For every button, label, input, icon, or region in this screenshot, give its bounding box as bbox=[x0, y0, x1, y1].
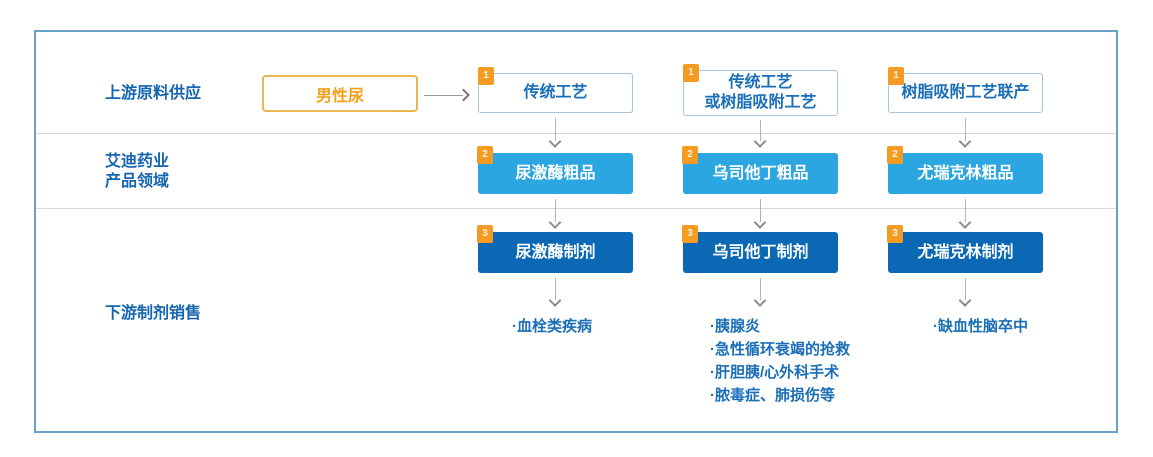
indication-list-col2: ·胰腺炎 ·急性循环衰竭的抢救 ·肝胆胰/心外科手术 ·脓毒症、肺损伤等 bbox=[710, 315, 850, 407]
source-box-male-urine: 男性尿 bbox=[262, 75, 418, 112]
step-badge-1: 1 bbox=[478, 67, 494, 85]
step-badge-2: 2 bbox=[682, 146, 698, 164]
process-label: 传统工艺 或树脂吸附工艺 bbox=[704, 74, 817, 111]
arrow-down-icon bbox=[752, 120, 768, 148]
formulation-label: 乌司他丁制剂 bbox=[712, 243, 809, 261]
step-badge-3: 3 bbox=[477, 225, 493, 243]
crude-label: 乌司他丁粗品 bbox=[712, 164, 809, 182]
indication-list-col3: ·缺血性脑卒中 bbox=[933, 315, 1028, 338]
formulation-label: 尤瑞克林制剂 bbox=[917, 243, 1014, 261]
arrow-down-icon bbox=[957, 118, 973, 148]
arrow-line bbox=[965, 278, 966, 300]
arrow-down-icon bbox=[752, 278, 768, 307]
arrow-line bbox=[760, 199, 761, 222]
crude-box-col2: 2 乌司他丁粗品 bbox=[682, 146, 838, 194]
arrow-line bbox=[555, 118, 556, 141]
arrow-head bbox=[753, 216, 767, 229]
arrow-head bbox=[753, 294, 767, 307]
row-label-upstream: 上游原料供应 bbox=[105, 85, 202, 102]
arrow-head bbox=[753, 135, 767, 148]
crude-box-col3: 2 尤瑞克林粗品 bbox=[887, 146, 1043, 194]
indication-item: ·肝胆胰/心外科手术 bbox=[710, 364, 840, 381]
arrow-head bbox=[548, 294, 562, 307]
indication-item: ·血栓类疾病 bbox=[512, 318, 592, 335]
arrow-head bbox=[457, 88, 470, 102]
crude-label: 尿激酶粗品 bbox=[515, 164, 596, 182]
arrow-down-icon bbox=[752, 199, 768, 229]
step-badge-1: 1 bbox=[888, 67, 904, 85]
arrow-line bbox=[555, 199, 556, 222]
arrow-head bbox=[958, 216, 972, 229]
step-badge-3: 3 bbox=[682, 225, 698, 243]
indication-item: ·急性循环衰竭的抢救 bbox=[710, 341, 850, 358]
arrow-line bbox=[760, 120, 761, 141]
step-badge-2: 2 bbox=[887, 146, 903, 164]
formulation-box-col3: 3 尤瑞克林制剂 bbox=[887, 225, 1043, 273]
arrow-head bbox=[958, 135, 972, 148]
arrow-head bbox=[548, 216, 562, 229]
crude-label: 尤瑞克林粗品 bbox=[917, 164, 1014, 182]
process-label: 传统工艺 bbox=[523, 84, 588, 101]
process-box-col3: 1 树脂吸附工艺联产 bbox=[888, 67, 1043, 113]
arrow-down-icon bbox=[957, 278, 973, 307]
arrow-head bbox=[548, 135, 562, 148]
arrow-line bbox=[555, 278, 556, 300]
arrow-line bbox=[424, 95, 463, 96]
indication-item: ·脓毒症、肺损伤等 bbox=[710, 387, 835, 404]
source-label: 男性尿 bbox=[315, 87, 364, 105]
arrow-line bbox=[965, 118, 966, 141]
process-label: 树脂吸附工艺联产 bbox=[901, 84, 1030, 101]
indication-item: ·缺血性脑卒中 bbox=[933, 318, 1028, 335]
row-divider-1 bbox=[36, 133, 1116, 134]
row-label-downstream: 下游制剂销售 bbox=[105, 305, 202, 322]
arrow-head bbox=[958, 294, 972, 307]
crude-box-col1: 2 尿激酶粗品 bbox=[477, 146, 633, 194]
arrow-down-icon bbox=[547, 118, 563, 148]
arrow-line bbox=[760, 278, 761, 300]
formulation-box-col1: 3 尿激酶制剂 bbox=[477, 225, 633, 273]
formulation-label: 尿激酶制剂 bbox=[515, 243, 596, 261]
arrow-down-icon bbox=[547, 278, 563, 307]
row-label-company: 艾迪药业 产品领域 bbox=[105, 153, 170, 190]
step-badge-1: 1 bbox=[683, 64, 699, 82]
arrow-down-icon bbox=[547, 199, 563, 229]
arrow-line bbox=[965, 199, 966, 222]
indication-list-col1: ·血栓类疾病 bbox=[512, 315, 592, 338]
process-box-col1: 1 传统工艺 bbox=[478, 67, 633, 113]
formulation-box-col2: 3 乌司他丁制剂 bbox=[682, 225, 838, 273]
step-badge-2: 2 bbox=[477, 146, 493, 164]
row-divider-2 bbox=[36, 208, 1116, 209]
step-badge-3: 3 bbox=[887, 225, 903, 243]
arrow-down-icon bbox=[957, 199, 973, 229]
indication-item: ·胰腺炎 bbox=[710, 318, 760, 335]
arrow-right-icon bbox=[424, 87, 470, 103]
process-box-col2: 1 传统工艺 或树脂吸附工艺 bbox=[683, 64, 838, 116]
